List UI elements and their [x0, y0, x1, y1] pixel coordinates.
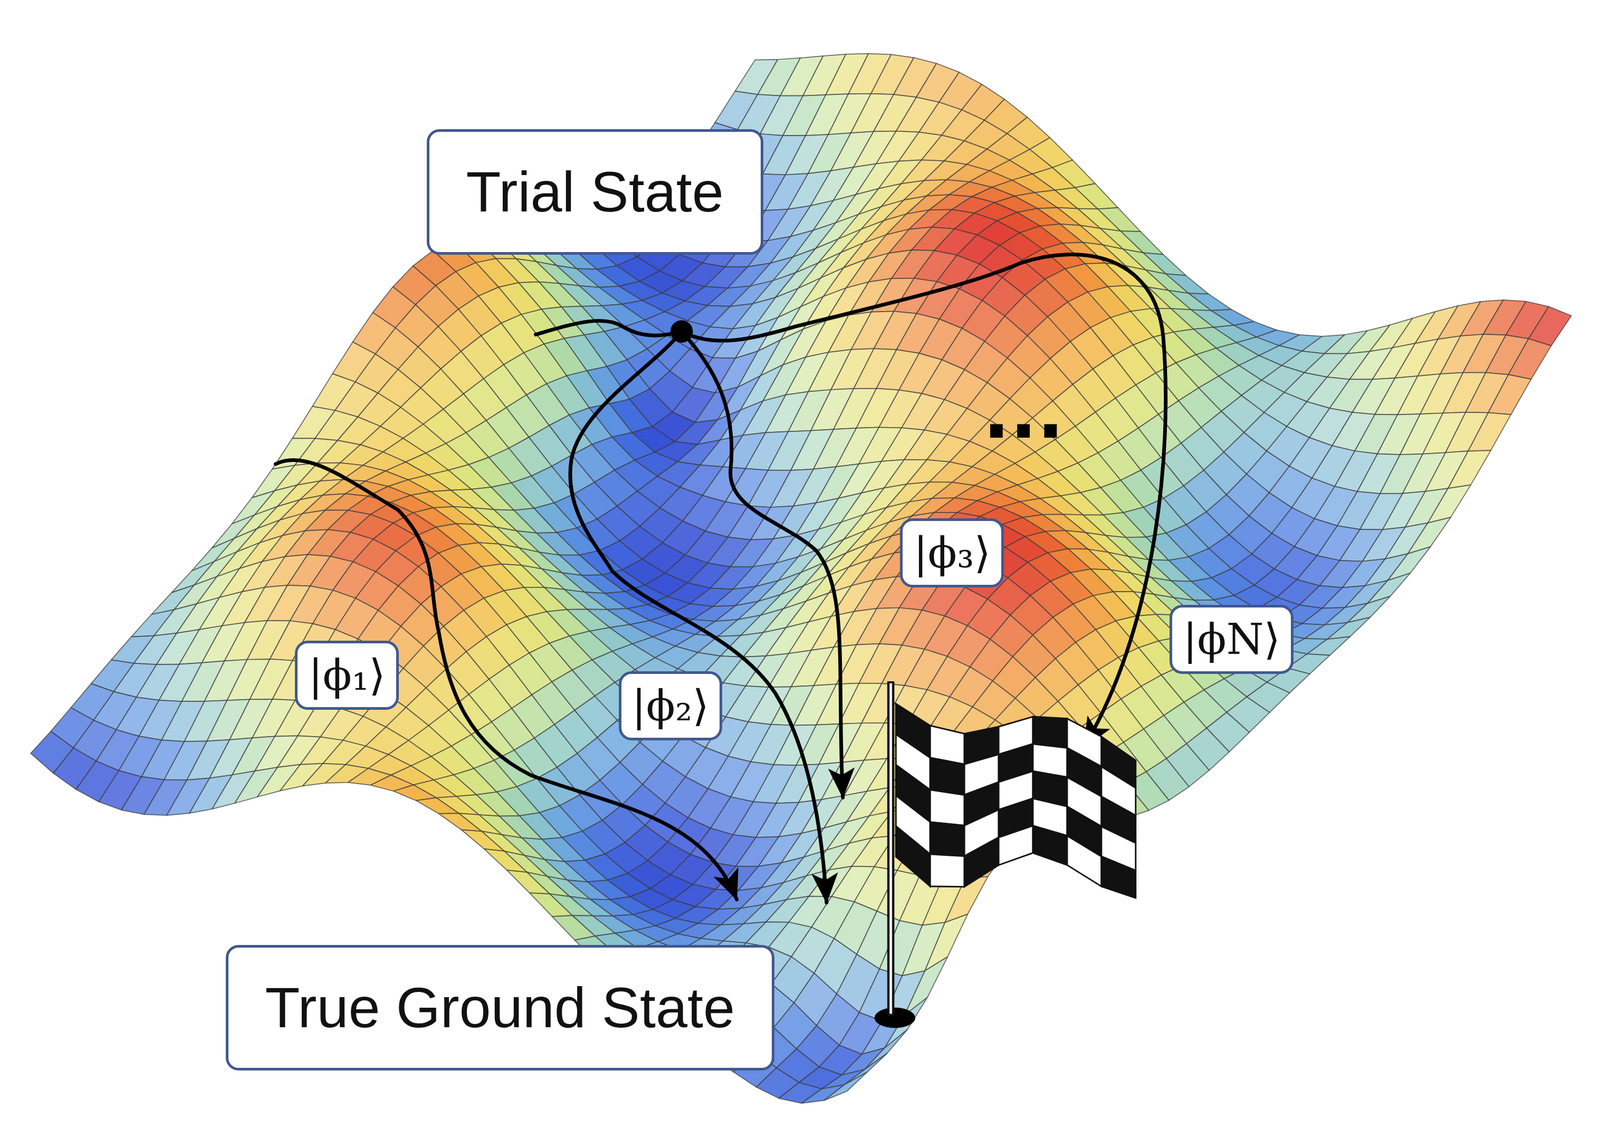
flag-check	[1032, 716, 1068, 749]
surface-cell	[1307, 636, 1350, 656]
state-box: Trial State	[426, 129, 764, 255]
flag-check	[1067, 836, 1102, 887]
ellipsis-label: ...	[982, 377, 1065, 449]
optimization-path	[275, 460, 737, 900]
surface-cell	[864, 1030, 908, 1071]
flag-check	[930, 790, 965, 827]
trial-point	[670, 320, 694, 343]
surface-cell	[484, 849, 528, 873]
flag-pole	[887, 681, 895, 1017]
flag-check	[930, 758, 965, 796]
surface-cell	[1468, 413, 1511, 452]
flag-check	[930, 822, 965, 857]
optimization-path	[570, 331, 827, 904]
flag-check	[895, 826, 931, 887]
surface-cell	[1367, 573, 1411, 604]
surface-cell	[1528, 306, 1572, 346]
node-text: True Ground State	[265, 975, 735, 1041]
surface-cell	[461, 830, 505, 852]
surface-cell	[529, 893, 573, 917]
energy-surface	[30, 53, 1571, 1105]
surface-cell	[924, 914, 968, 972]
path-label: |ϕ₁⟩	[294, 640, 399, 711]
surface-cell	[416, 798, 459, 814]
flag-check	[930, 854, 965, 888]
flag-check	[1101, 856, 1136, 899]
surface-cell	[824, 1072, 868, 1101]
node-text: |ϕ₃⟩	[913, 528, 991, 578]
surface-cell	[1488, 374, 1531, 415]
node-text: |ϕ₁⟩	[308, 650, 386, 701]
flag-pole	[889, 683, 893, 1015]
surface-cell	[1387, 547, 1431, 581]
state-box: True Ground State	[225, 945, 775, 1071]
node-text: Trial State	[466, 159, 724, 225]
surface-cell	[1508, 338, 1551, 380]
surface-cell	[552, 915, 596, 941]
surface-cell	[1448, 450, 1491, 489]
surface-cell	[904, 957, 948, 1016]
flag-check	[1032, 826, 1068, 866]
node-text: |ϕN⟩	[1182, 615, 1281, 665]
flag-check	[998, 826, 1033, 866]
flag-check	[964, 837, 999, 888]
flag-base	[874, 1008, 916, 1029]
path-label: |ϕ₃⟩	[899, 518, 1004, 588]
surface-cell	[844, 1053, 888, 1086]
node-text: |ϕ₂⟩	[631, 681, 710, 731]
surface-cell	[506, 870, 550, 895]
finish-flag	[874, 681, 1136, 1029]
path-label: |ϕ₂⟩	[618, 671, 723, 741]
path-label: |ϕN⟩	[1169, 605, 1294, 675]
surface-cell	[1428, 485, 1471, 524]
optimization-path	[535, 254, 1166, 749]
surface-cell	[1327, 617, 1370, 640]
surface-cell	[438, 813, 482, 832]
